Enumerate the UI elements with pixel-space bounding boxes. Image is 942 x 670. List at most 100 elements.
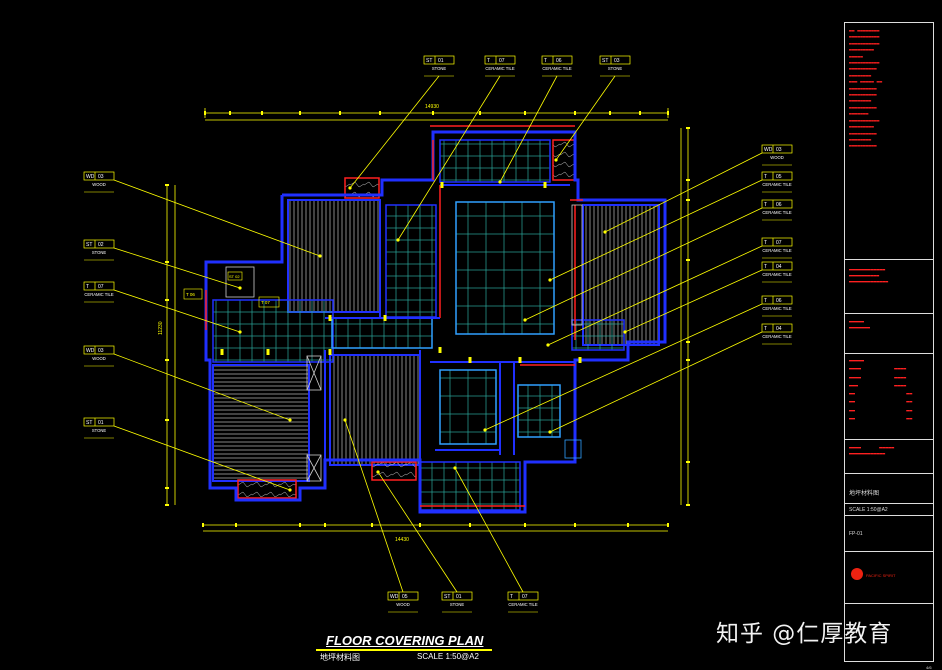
callout-code: WD	[86, 174, 95, 180]
callout-number: 05	[402, 594, 408, 600]
dim-tick	[324, 523, 326, 527]
callout-number: 04	[776, 264, 782, 270]
callout-code: WD	[764, 147, 773, 153]
door-marker	[328, 315, 332, 321]
dim-tick	[686, 259, 690, 261]
callout-number: 02	[98, 242, 104, 248]
callout-material-name: WOOD	[770, 155, 784, 160]
red-wall-segments	[205, 125, 583, 507]
tb-drawing-no: FP-01	[849, 531, 863, 537]
callout-code: WD	[86, 348, 95, 354]
dim-tick	[686, 461, 690, 463]
svg-text:T 07: T 07	[261, 300, 270, 305]
dim-tick	[371, 523, 373, 527]
dim-tick	[165, 359, 169, 361]
dim-tick	[261, 111, 263, 115]
callout-code: T	[764, 298, 767, 304]
dim-tick	[627, 523, 629, 527]
dim-tick	[339, 111, 341, 115]
callout-number: 06	[556, 58, 562, 64]
callout-material-name: CERAMIC TILE	[762, 272, 791, 277]
callout-number: 04	[776, 326, 782, 332]
dim-tick	[299, 523, 301, 527]
callout-number: 01	[456, 594, 462, 600]
callout-material-name: CERAMIC TILE	[762, 334, 791, 339]
callout-material-name: WOOD	[396, 602, 410, 607]
callout-code: T	[764, 174, 767, 180]
callout-material-name: CERAMIC TILE	[762, 182, 791, 187]
callout-material-name: WOOD	[92, 356, 106, 361]
callout-number: 06	[776, 298, 782, 304]
callout-code: T	[510, 594, 513, 600]
dim-tick	[686, 341, 690, 343]
callout-material-name: STONE	[608, 66, 623, 71]
callout-material-name: CERAMIC TILE	[84, 292, 113, 297]
dimension-ticks	[165, 111, 690, 527]
callout-number: 03	[98, 174, 104, 180]
tile-floor-areas	[212, 139, 625, 511]
dim-tick	[379, 111, 381, 115]
callout-material-name: STONE	[450, 602, 465, 607]
dim-tick	[202, 523, 204, 527]
dim-top-total: 14930	[425, 104, 439, 110]
dim-tick	[165, 504, 169, 506]
title-block-notes: ▬▬ ▬▬▬▬▬▬▬▬ ▬▬▬▬▬▬▬▬▬▬▬ ▬▬▬▬▬▬▬▬▬▬▬ ▬▬▬▬…	[849, 29, 883, 150]
callout-code: T	[764, 326, 767, 332]
callout-code: T	[764, 202, 767, 208]
dim-tick	[165, 261, 169, 263]
callout-number: 06	[776, 202, 782, 208]
callout-material-name: CERAMIC TILE	[508, 602, 537, 607]
dim-tick	[204, 111, 206, 115]
callout-code: T	[86, 284, 89, 290]
dim-tick	[686, 504, 690, 506]
dim-tick	[686, 199, 690, 201]
callout-material-name: CERAMIC TILE	[762, 210, 791, 215]
interior-walls	[324, 184, 575, 460]
dim-tick	[299, 111, 301, 115]
dim-tick	[667, 111, 669, 115]
watermark: 知乎 @仁厚教育	[716, 621, 893, 647]
tb-client-block: ▬▬▬▬▬▬▬▬▬▬▬▬▬▬▬▬▬▬▬▬▬▬▬▬▬▬▬▬▬▬▬▬▬▬▬	[849, 267, 889, 285]
dim-tick	[686, 127, 690, 129]
callout-material-name: CERAMIC TILE	[485, 66, 514, 71]
dim-tick	[524, 523, 526, 527]
dim-tick	[235, 523, 237, 527]
drawing-subtitle: 地坪材料图	[320, 653, 360, 662]
dim-tick	[165, 487, 169, 489]
dim-tick	[469, 523, 471, 527]
door-marker	[440, 182, 444, 188]
dim-tick	[574, 523, 576, 527]
callout-number: 07	[776, 240, 782, 246]
company-logo-text: PACIFIC SPIRIT	[866, 573, 896, 578]
dim-left-total: 11230	[158, 321, 164, 335]
door-marker	[383, 315, 387, 321]
dim-tick	[165, 184, 169, 186]
tb-signature-rows: ▬▬▬▬▬▬▬▬▬ ▬▬▬▬▬▬▬▬ ▬▬▬▬▬▬▬ ▬▬▬▬▬▬ ▬▬▬▬ ▬…	[849, 358, 913, 423]
callout-code: ST	[602, 58, 608, 64]
dim-tick	[639, 111, 641, 115]
room-tag-stone-2: ST 02	[227, 271, 243, 281]
door-marker	[266, 349, 270, 355]
callout-material-name: CERAMIC TILE	[542, 66, 571, 71]
callout-number: 05	[776, 174, 782, 180]
dim-tick	[165, 419, 169, 421]
exterior-walls	[204, 130, 667, 514]
door-marker	[438, 347, 442, 353]
dim-tick	[419, 523, 421, 527]
dim-tick	[686, 359, 690, 361]
